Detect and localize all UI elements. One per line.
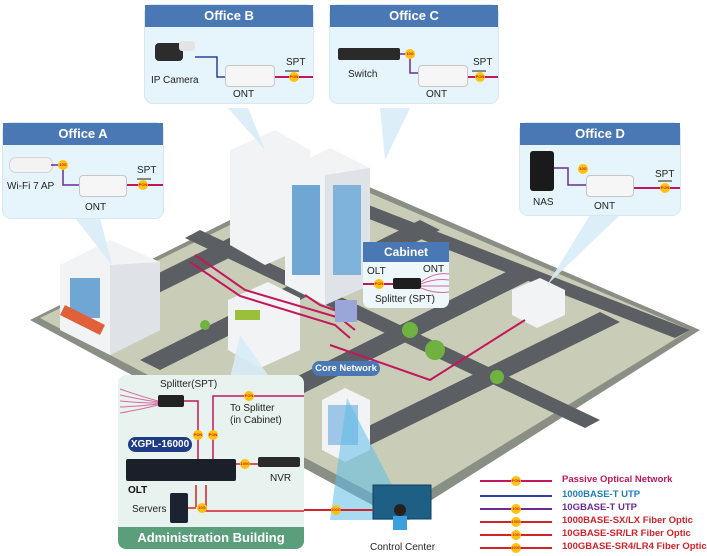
office-a-title: Office A — [3, 123, 163, 145]
splitter-label: Splitter (SPT) — [375, 294, 436, 305]
nvr-icon — [258, 457, 300, 467]
10g-badge: 10G — [578, 164, 588, 174]
street-cabinet — [335, 300, 357, 322]
pon-line — [329, 319, 526, 382]
callout-beam-b — [228, 108, 265, 150]
spt-label: SPT — [655, 169, 675, 180]
building-office-d — [512, 278, 565, 328]
cabinet-title: Cabinet — [363, 242, 449, 262]
admin-building-title: Administration Building — [118, 527, 304, 549]
pon-badge: PON — [289, 72, 299, 82]
spt-label: SPT — [286, 57, 306, 68]
tree — [425, 340, 445, 360]
nas-icon — [530, 151, 554, 191]
model-badge: XGPL-16000 — [128, 437, 192, 452]
legend-label: 10GBASE-T UTP — [562, 502, 637, 513]
to-splitter-label: To Splitter (in Cabinet) — [230, 403, 282, 426]
legend-badge: 100G — [511, 543, 521, 553]
ont-label: ONT — [233, 89, 255, 100]
legend-item-10gbase-t: 10G 10GBASE-T UTP — [478, 502, 700, 516]
pon-badge: PON — [660, 183, 670, 193]
ont-device-icon — [586, 175, 634, 197]
ont-device-icon — [418, 65, 468, 87]
pon-badge: PON — [475, 72, 485, 82]
tree — [490, 370, 504, 384]
legend-badge: 1000 — [511, 517, 521, 527]
splitter-label: Splitter(SPT) — [160, 379, 218, 390]
spt-label: SPT — [473, 57, 493, 68]
10g-badge: 10G — [405, 49, 415, 59]
admin-building-callout: Splitter(SPT) To Splitter (in Cabinet) P… — [118, 375, 304, 549]
servers-label: Servers — [132, 504, 167, 515]
splitter-icon — [158, 395, 184, 407]
pon-line — [304, 294, 341, 313]
road — [330, 312, 620, 455]
office-b-callout: Office B IP Camera ONT SPT PON — [145, 5, 313, 103]
10g-badge: 10G — [197, 503, 207, 513]
switch-label: Switch — [348, 69, 378, 80]
office-b-title: Office B — [145, 5, 313, 27]
ont-label: ONT — [426, 89, 448, 100]
legend-label: 1000BASE-T UTP — [562, 489, 641, 500]
ont-label: ONT — [594, 201, 616, 212]
nvr-label: NVR — [270, 473, 292, 484]
ont-label: ONT — [423, 264, 445, 275]
legend-label: 10GBASE-SR/LR Fiber Optic — [562, 528, 691, 539]
legend-item-10gbase-sr-lr: 10G 10GBASE-SR/LR Fiber Optic — [478, 528, 700, 542]
ip-camera-icon — [155, 43, 183, 61]
splitter-icon — [393, 278, 421, 289]
legend-badge: 10G — [511, 504, 521, 514]
ont-label: ONT — [85, 202, 107, 213]
callout-beam-a — [75, 218, 112, 265]
office-a-callout: Office A Wi-Fi 7 AP 10G ONT SPT PON — [3, 123, 163, 218]
legend-badge: PON — [511, 476, 521, 486]
callout-beam-admin — [230, 335, 270, 378]
legend-label: 1000BASE-SX/LX Fiber Optic — [562, 515, 693, 526]
wifi-ap-label: Wi-Fi 7 AP — [7, 181, 55, 192]
ont-device-icon — [225, 65, 275, 87]
tree — [402, 322, 418, 338]
callout-beam-d — [547, 215, 620, 285]
10g-badge: 10G — [58, 160, 68, 170]
legend-line — [480, 495, 552, 497]
switch-icon — [338, 48, 400, 60]
server-icon — [170, 493, 188, 523]
office-d-callout: Office D NAS 10G ONT SPT PON — [520, 123, 680, 215]
pon-line — [189, 261, 351, 339]
legend-item-1000base-sx-lx: 1000 1000BASE-SX/LX Fiber Optic — [478, 515, 700, 529]
office-c-title: Office C — [330, 5, 498, 27]
cabinet-callout: Cabinet OLT ONT PON Splitter (SPT) — [363, 242, 450, 308]
legend-item-pon: PON Passive Optical Network — [478, 474, 700, 488]
office-c-callout: Office C Switch 10G ONT SPT PON — [330, 5, 498, 103]
ip-camera-label: IP Camera — [151, 75, 199, 86]
tree — [200, 320, 210, 330]
pon-badge: PON — [244, 391, 254, 401]
olt-label: OLT — [128, 485, 148, 496]
legend-label: Passive Optical Network — [562, 474, 673, 485]
olt-device-icon — [126, 459, 236, 481]
olt-label: OLT — [367, 266, 386, 277]
road — [240, 265, 540, 415]
control-center-label: Control Center — [370, 542, 436, 553]
legend-label: 100GBASE-SR4/LR4 Fiber Optic — [562, 541, 707, 552]
ont-device-icon — [79, 175, 127, 197]
legend-item-100gbase-sr4-lr4: 100G 100GBASE-SR4/LR4 Fiber Optic — [478, 541, 707, 555]
road — [315, 190, 690, 338]
pon-badge: PON — [138, 180, 148, 190]
office-d-title: Office D — [520, 123, 680, 145]
legend-badge: 10G — [511, 530, 521, 540]
spt-label: SPT — [137, 165, 157, 176]
100g-badge: 100G — [331, 505, 341, 515]
pon-badge: PON — [193, 430, 203, 440]
legend-item-1000base-t: 1000BASE-T UTP — [478, 489, 700, 503]
1000-badge: 1000 — [240, 459, 250, 469]
core-network-label: Core Network — [312, 361, 380, 376]
nas-label: NAS — [533, 197, 554, 208]
operator — [394, 504, 406, 516]
pon-badge: PON — [208, 430, 218, 440]
pon-badge: PON — [374, 279, 384, 289]
callout-beam-c — [380, 108, 410, 160]
pon-line — [194, 254, 356, 331]
